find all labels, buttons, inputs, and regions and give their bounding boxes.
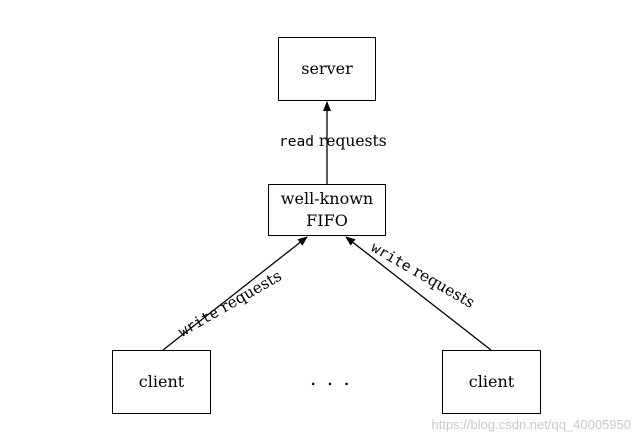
fifo-label-line2: FIFO xyxy=(306,211,348,230)
ellipsis: . . . xyxy=(310,366,352,390)
client-left-label: client xyxy=(138,372,185,391)
fifo-label-line1: well-known xyxy=(280,189,374,208)
write-arrow-right xyxy=(345,236,492,351)
read-keyword: read xyxy=(279,134,314,150)
client-box-right: client xyxy=(442,350,541,414)
well-known-fifo-box: well-known FIFO xyxy=(268,184,386,236)
client-box-left: client xyxy=(112,350,211,414)
server-box: server xyxy=(278,37,376,101)
watermark-url: https://blog.csdn.net/qq_40005950 xyxy=(431,417,632,432)
write-arrow-left xyxy=(162,236,308,351)
server-label: server xyxy=(301,59,353,78)
client-right-label: client xyxy=(468,372,515,391)
read-requests-text: requests xyxy=(318,132,387,150)
read-requests-label: read requests xyxy=(279,132,387,150)
